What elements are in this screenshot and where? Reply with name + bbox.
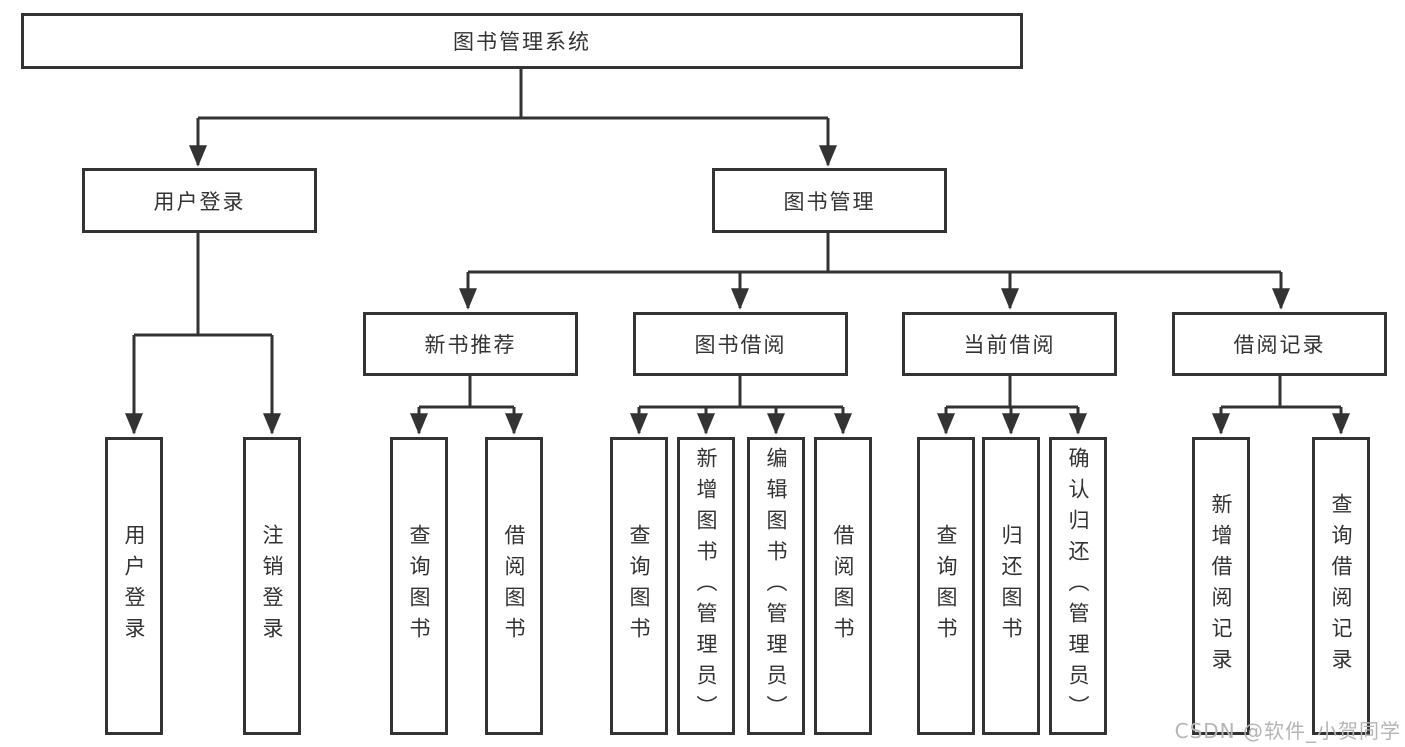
leaf-borrow-books-1: 借阅图书	[485, 437, 543, 735]
node-user-login: 用户登录	[82, 168, 317, 233]
leaf-query-books-3: 查询图书	[917, 437, 975, 735]
leaf-query-books-2: 查询图书	[610, 437, 668, 735]
leaf-query-books-1: 查询图书	[390, 437, 448, 735]
node-new-book-recommendation: 新书推荐	[363, 312, 578, 376]
leaf-logout: 注销登录	[243, 437, 301, 735]
leaf-return-books: 归还图书	[982, 437, 1040, 735]
node-current-borrowing: 当前借阅	[902, 312, 1117, 376]
connector-borrow-records-branch	[1221, 376, 1341, 409]
leaf-borrow-books-2: 借阅图书	[814, 437, 872, 735]
connector-root-branch	[198, 69, 828, 120]
connector-book-borrow-branch	[639, 376, 843, 409]
leaf-edit-books-admin: 编辑图书（管理员）	[747, 437, 805, 735]
node-borrowing-records: 借阅记录	[1172, 312, 1387, 376]
leaf-confirm-return-admin: 确认归还（管理员）	[1049, 437, 1107, 735]
leaf-add-books-admin: 新增图书（管理员）	[677, 437, 735, 735]
leaf-add-borrow-record: 新增借阅记录	[1192, 437, 1250, 735]
node-book-management: 图书管理	[712, 168, 947, 233]
connector-user-login-branch	[134, 233, 272, 337]
leaf-query-borrow-record: 查询借阅记录	[1312, 437, 1370, 735]
csdn-watermark: CSDN @软件_小贺同学	[1174, 719, 1401, 743]
connector-new-books-branch	[419, 376, 514, 409]
leaf-user-login: 用户登录	[105, 437, 163, 735]
connector-current-borrow-branch	[946, 376, 1078, 409]
node-book-borrowing: 图书借阅	[633, 312, 848, 376]
node-system-root: 图书管理系统	[21, 13, 1023, 69]
connector-book-management-branch	[468, 233, 1281, 274]
